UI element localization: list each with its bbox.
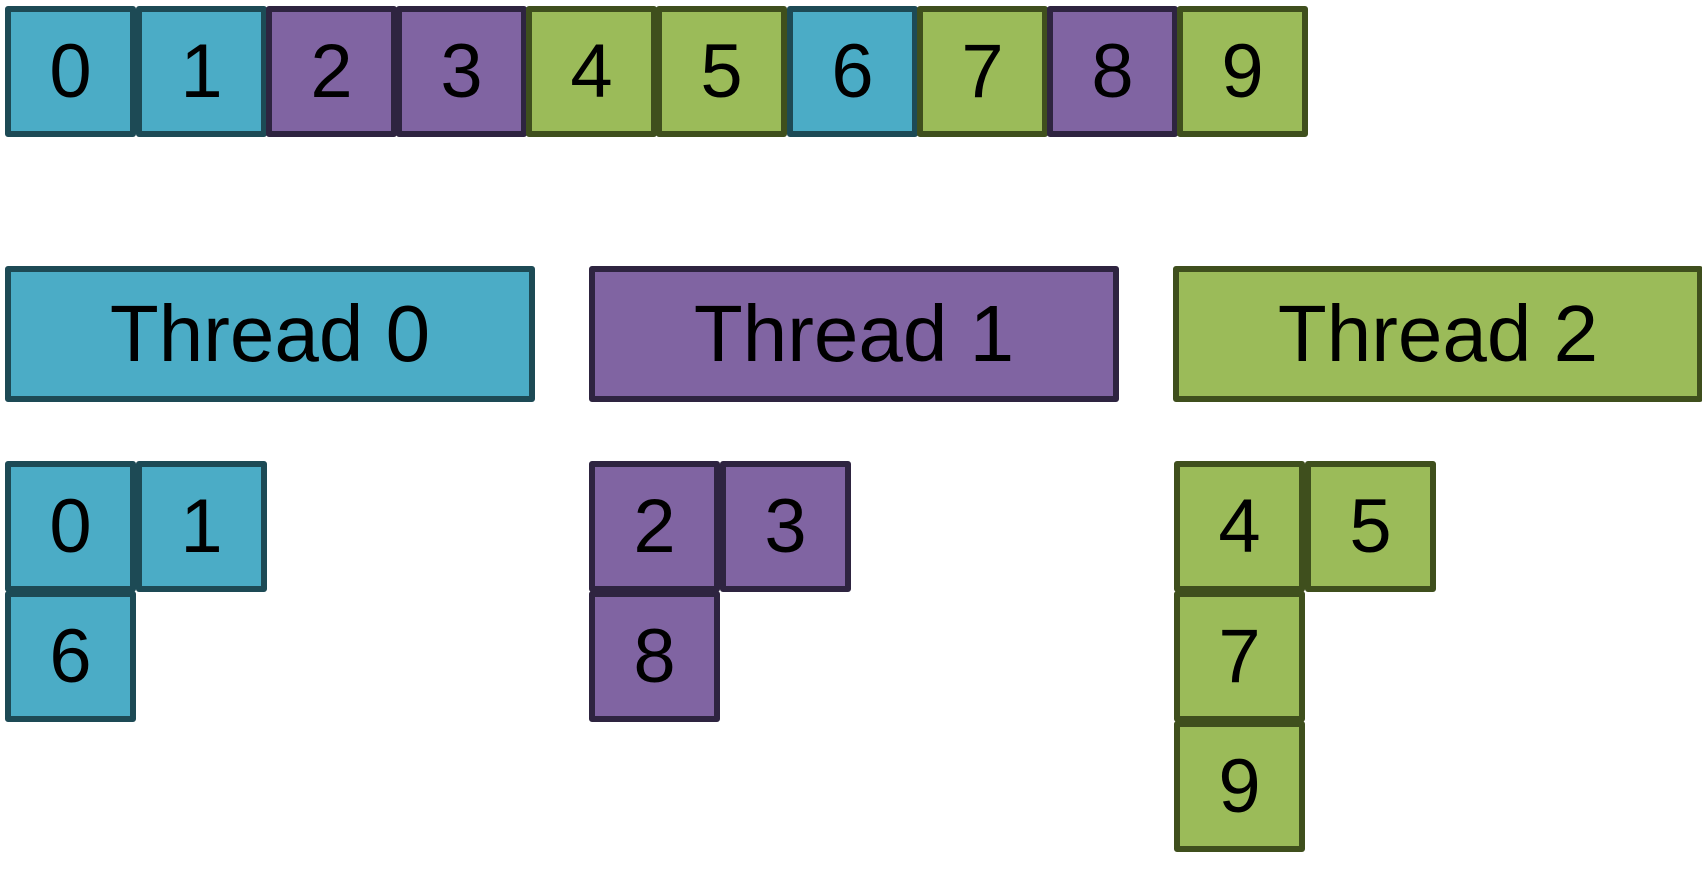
thread-1-header: Thread 1 bbox=[589, 266, 1119, 402]
thread-0-item: 6 bbox=[5, 591, 136, 722]
thread-1-item: 2 bbox=[589, 461, 720, 592]
array-cell-7: 7 bbox=[917, 6, 1048, 137]
thread-2-item: 5 bbox=[1305, 461, 1436, 592]
thread-2-header: Thread 2 bbox=[1173, 266, 1702, 402]
thread-2-item: 9 bbox=[1174, 721, 1305, 852]
array-cell-5: 5 bbox=[656, 6, 787, 137]
thread-0-item: 0 bbox=[5, 461, 136, 592]
array-cell-2: 2 bbox=[266, 6, 397, 137]
thread-1-item: 8 bbox=[589, 591, 720, 722]
array-cell-1: 1 bbox=[136, 6, 267, 137]
thread-0-item: 1 bbox=[136, 461, 267, 592]
thread-1-item: 3 bbox=[720, 461, 851, 592]
thread-2-item: 4 bbox=[1174, 461, 1305, 592]
array-cell-0: 0 bbox=[5, 6, 136, 137]
thread-0-header: Thread 0 bbox=[5, 266, 535, 402]
array-cell-8: 8 bbox=[1047, 6, 1178, 137]
thread-2-item: 7 bbox=[1174, 591, 1305, 722]
array-cell-4: 4 bbox=[526, 6, 657, 137]
array-cell-6: 6 bbox=[787, 6, 918, 137]
array-cell-3: 3 bbox=[396, 6, 527, 137]
array-cell-9: 9 bbox=[1177, 6, 1308, 137]
